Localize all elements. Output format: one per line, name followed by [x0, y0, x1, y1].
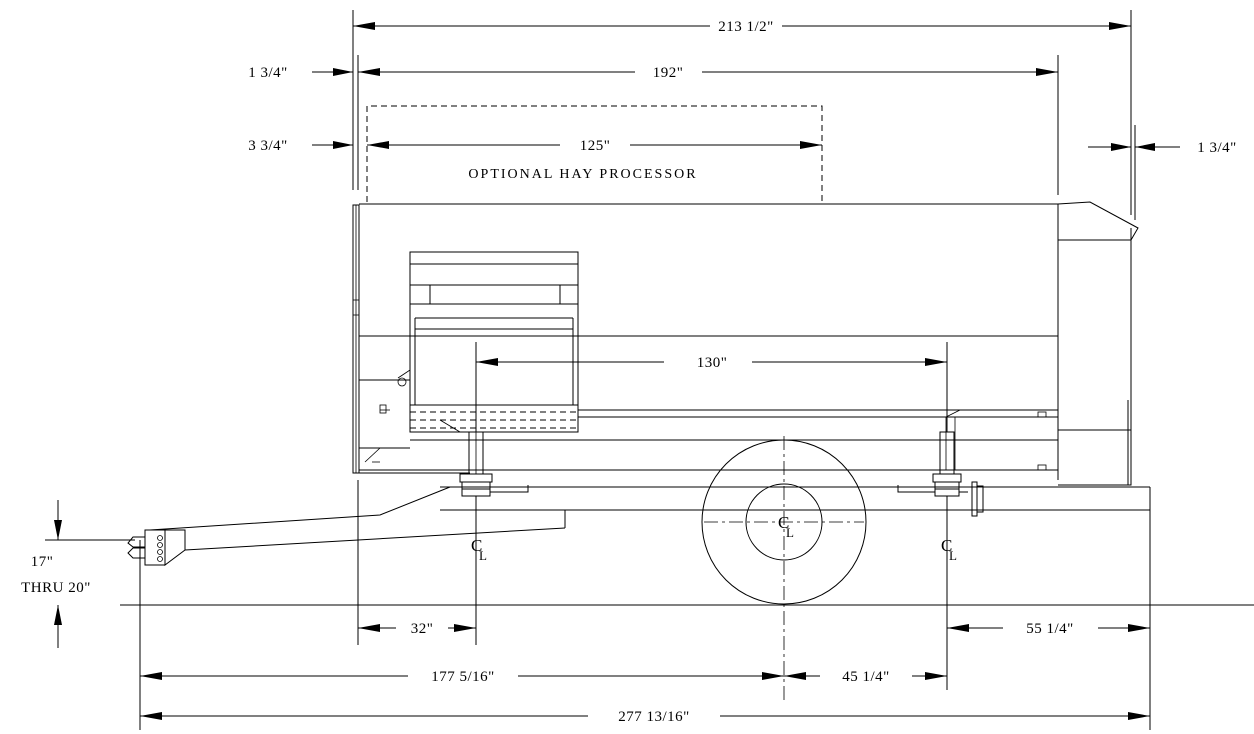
- rear-end-housing: [1057, 201, 1139, 486]
- dimension-rear-offset: 1 3/4": [1088, 140, 1237, 156]
- dimension-rear-overhang: 55 1/4": [947, 621, 1150, 637]
- centerline-c: C: [471, 536, 482, 555]
- front-stand: [439, 419, 529, 497]
- rear-stand: [897, 431, 968, 497]
- processor-housing: [409, 251, 579, 433]
- optional-hay-processor-outline: OPTIONAL HAY PROCESSOR: [366, 105, 823, 202]
- dimension-overall-body: 213 1/2": [353, 19, 1131, 35]
- dim-32-label: 32": [411, 621, 434, 637]
- dim-processor-offset-label: 3 3/4": [248, 138, 288, 154]
- dimension-axle-spacing: 130": [475, 342, 948, 432]
- dimension-wheel-to-rear-axle: 45 1/4": [784, 669, 947, 685]
- hitch-tongue: [127, 486, 566, 566]
- centerline-symbol-wheel: C L: [778, 513, 794, 540]
- dim-192-label: 192": [653, 65, 684, 81]
- dim-213-label: 213 1/2": [718, 19, 774, 35]
- dim-125-label: 125": [580, 138, 611, 154]
- dim-55-label: 55 1/4": [1026, 621, 1074, 637]
- dim-130-label: 130": [697, 355, 728, 371]
- dimension-hitch-to-wheel: 177 5/16": [140, 669, 784, 685]
- dim-277-label: 277 13/16": [618, 709, 690, 725]
- centerline-symbol-rear: C L: [941, 536, 957, 563]
- centerline-l: L: [479, 548, 487, 563]
- dimension-front-to-axle: 32": [358, 621, 476, 637]
- dim-177-label: 177 5/16": [431, 669, 495, 685]
- trailer-frame: [440, 481, 1151, 517]
- centerline-l: L: [949, 548, 957, 563]
- dimension-body-length: 192": [358, 65, 1058, 81]
- dim-45-label: 45 1/4": [842, 669, 890, 685]
- dimension-processor-length: 125": [367, 138, 822, 154]
- centerlines: [475, 436, 948, 700]
- centerline-c: C: [778, 513, 789, 532]
- extension-lines: [45, 10, 1254, 730]
- optional-processor-label: OPTIONAL HAY PROCESSOR: [468, 167, 697, 182]
- dim-front-offset-label: 1 3/4": [248, 65, 288, 81]
- dimension-processor-front-offset: 3 3/4": [248, 138, 353, 154]
- mixer-body: [352, 203, 1059, 480]
- centerline-l: L: [786, 525, 794, 540]
- dim-hitch-height-top: 17": [31, 554, 54, 570]
- dimension-hitch-height: 17" THRU 20": [21, 500, 91, 648]
- dim-rear-offset-label: 1 3/4": [1197, 140, 1237, 156]
- dimension-body-front-offset: 1 3/4": [248, 65, 353, 81]
- centerline-c: C: [941, 536, 952, 555]
- dim-hitch-height-bottom: THRU 20": [21, 580, 91, 596]
- dimension-overall-length: 277 13/16": [140, 709, 1150, 725]
- centerline-symbol-front: C L: [471, 536, 487, 563]
